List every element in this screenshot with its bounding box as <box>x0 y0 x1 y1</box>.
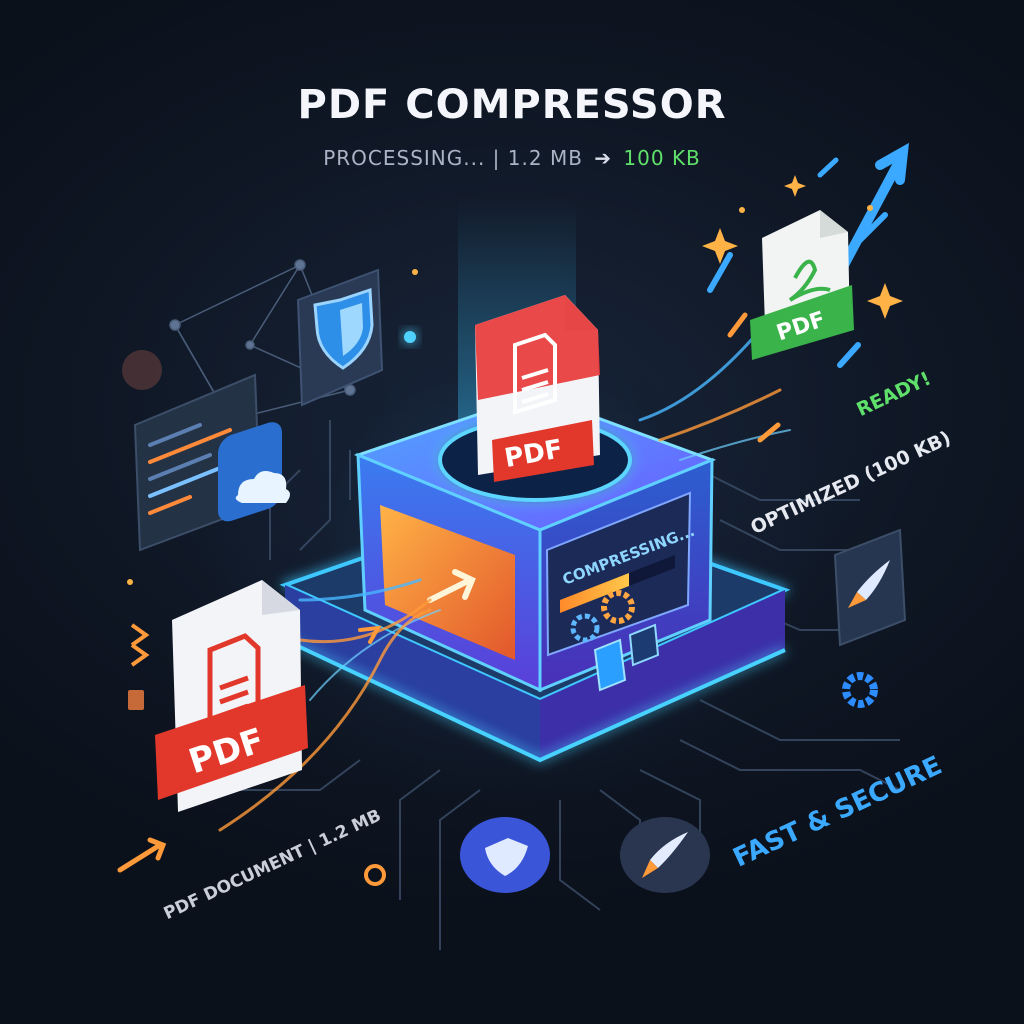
rocket-icon <box>620 817 710 893</box>
cloud-icon <box>218 422 290 522</box>
shield-icon <box>296 268 384 407</box>
progress-bar-fill <box>560 573 629 613</box>
status-screen <box>545 491 692 657</box>
page-title: PDF COMPRESSOR <box>297 82 727 128</box>
rocket-icon <box>833 528 907 647</box>
status-line: PROCESSING... | 1.2 MB ➔ 100 KB <box>0 146 1024 170</box>
document-icon <box>128 623 150 710</box>
gear-icon <box>570 613 600 643</box>
sparkle-icon <box>127 175 903 585</box>
processing-pdf-file <box>475 295 600 482</box>
gear-icon <box>842 672 878 708</box>
input-screen <box>380 505 515 660</box>
status-result: 100 KB <box>623 146 701 170</box>
input-pdf-file <box>155 580 308 812</box>
arrow-right-icon: ➔ <box>594 146 613 170</box>
status-size: PROCESSING... | 1.2 MB <box>323 146 583 170</box>
gear-icon <box>601 590 635 624</box>
shield-icon <box>460 817 550 893</box>
data-stream-out <box>638 328 791 461</box>
data-stream-in <box>218 578 441 832</box>
output-pdf-file <box>750 210 854 360</box>
